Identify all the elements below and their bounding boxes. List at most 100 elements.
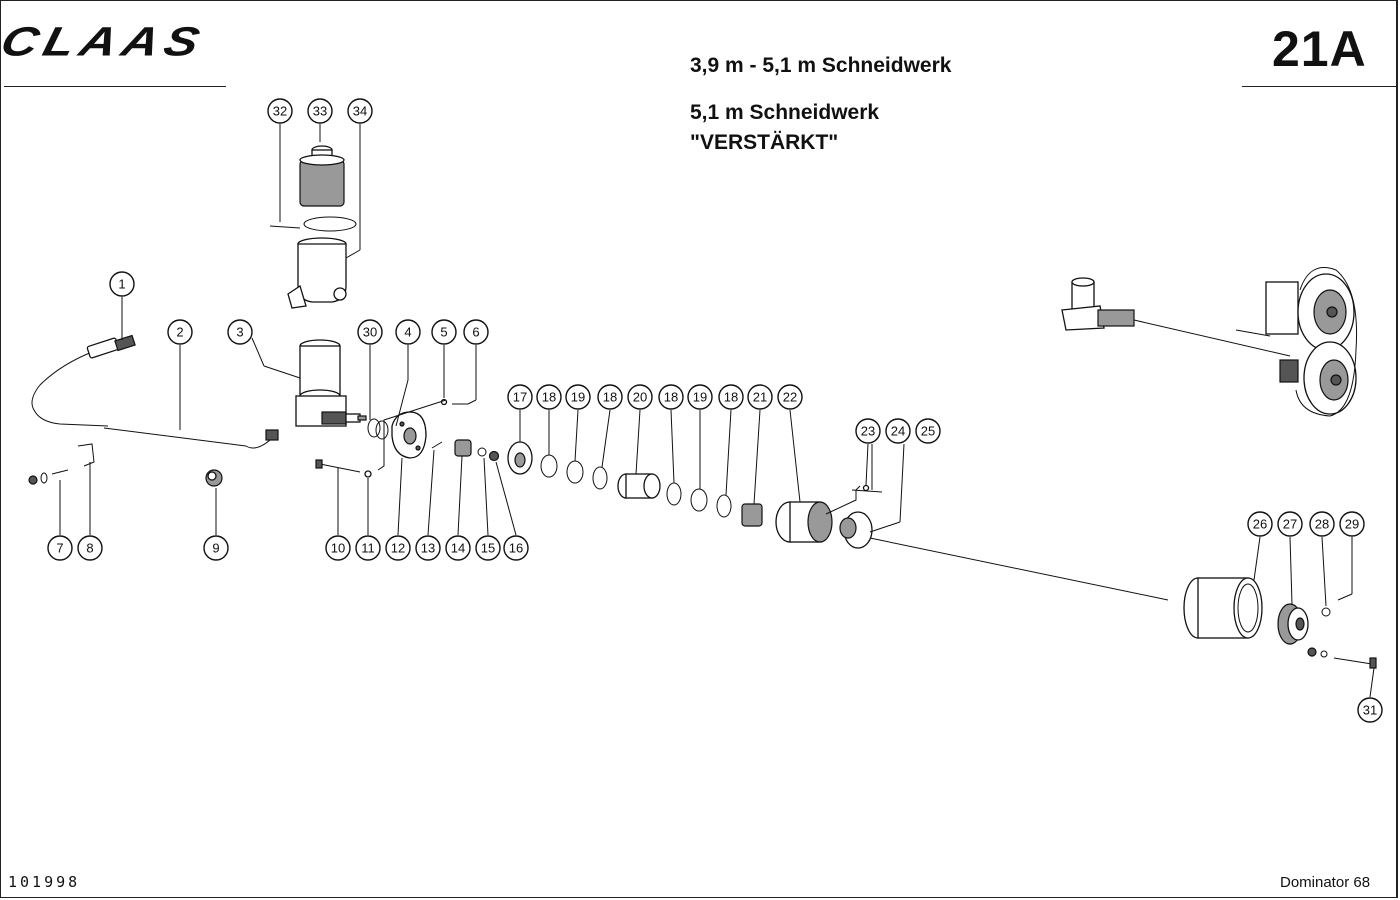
part-hub-27	[1277, 603, 1309, 645]
part-shim-18d	[716, 494, 732, 518]
part-shim-18a	[540, 454, 558, 478]
callout-13: 13	[415, 535, 441, 561]
svg-text:34: 34	[353, 104, 367, 119]
part-seal-19a	[566, 460, 584, 484]
part-bolt-31	[1307, 647, 1377, 669]
callout-3: 3	[227, 319, 253, 345]
part-nut-7	[28, 469, 69, 485]
callout-12: 12	[385, 535, 411, 561]
callout-30: 30	[357, 319, 383, 345]
svg-text:32: 32	[273, 104, 287, 119]
part-shim-18b	[592, 466, 608, 490]
callout-26: 26	[1247, 511, 1273, 537]
callout-14: 14	[445, 535, 471, 561]
callout-27: 27	[1277, 511, 1303, 537]
svg-text:30: 30	[363, 325, 377, 340]
frame-bottom	[0, 897, 1398, 898]
frame-left	[0, 0, 1, 898]
svg-text:3: 3	[236, 325, 243, 340]
part-washer-23	[862, 484, 870, 492]
svg-text:17: 17	[513, 390, 527, 405]
overview-assembly	[1061, 267, 1358, 417]
callout-1: 1	[109, 271, 135, 297]
frame-top	[0, 0, 1398, 1]
callout-31: 31	[1357, 697, 1383, 723]
callout-34: 34	[347, 98, 373, 124]
svg-text:14: 14	[451, 541, 465, 556]
svg-text:16: 16	[509, 541, 523, 556]
callout-24b: 24	[885, 418, 911, 444]
svg-text:25: 25	[921, 424, 935, 439]
svg-text:18: 18	[603, 390, 617, 405]
svg-text:6: 6	[472, 325, 479, 340]
part-hub-17	[507, 441, 533, 475]
svg-text:26: 26	[1253, 517, 1267, 532]
part-nut-16	[488, 450, 500, 462]
document-number: 101998	[8, 873, 81, 891]
page-title: 3,9 m - 5,1 m Schneidwerk	[690, 54, 952, 77]
callout-4: 4	[395, 319, 421, 345]
part-washer-11	[364, 470, 372, 478]
page-subtitle-line2: "VERSTÄRKT"	[690, 131, 839, 154]
part-seal-19b	[690, 488, 708, 512]
part-sleeve-20	[617, 473, 661, 499]
svg-text:13: 13	[421, 541, 435, 556]
svg-text:23: 23	[861, 424, 875, 439]
svg-text:2: 2	[176, 325, 183, 340]
callout-25: 25	[915, 418, 941, 444]
callout-32: 32	[267, 98, 293, 124]
callout-6: 6	[463, 319, 489, 345]
callout-18d: 18	[718, 384, 744, 410]
svg-text:29: 29	[1345, 517, 1359, 532]
svg-text:1: 1	[118, 277, 125, 292]
callout-2: 2	[167, 319, 193, 345]
page-subtitle-line1: 5,1 m Schneidwerk	[690, 101, 880, 124]
part-sensor-1	[31, 334, 136, 427]
svg-text:12: 12	[391, 541, 405, 556]
svg-text:27: 27	[1283, 517, 1297, 532]
callout-11: 11	[355, 535, 381, 561]
svg-text:31: 31	[1363, 703, 1377, 718]
part-bolt-24	[851, 489, 883, 493]
model-name: Dominator 68	[1280, 874, 1371, 891]
svg-text:21: 21	[753, 390, 767, 405]
part-oring-30	[367, 418, 389, 440]
svg-text:5: 5	[440, 325, 447, 340]
callout-7: 7	[47, 535, 73, 561]
svg-text:8: 8	[86, 541, 93, 556]
callout-18a: 18	[536, 384, 562, 410]
svg-text:10: 10	[331, 541, 345, 556]
part-filter-33	[299, 145, 345, 207]
part-bearing-14	[454, 439, 472, 457]
callout-22: 22	[777, 384, 803, 410]
callout-8: 8	[77, 535, 103, 561]
svg-text:22: 22	[783, 390, 797, 405]
callout-9: 9	[203, 535, 229, 561]
svg-text:18: 18	[542, 390, 556, 405]
callout-33: 33	[307, 98, 333, 124]
svg-text:33: 33	[313, 104, 327, 119]
part-valve-3	[295, 339, 367, 427]
part-shaft-25	[839, 511, 1169, 601]
part-bushing-21	[741, 503, 763, 527]
part-clamp-32	[269, 216, 357, 232]
part-cable-2	[103, 427, 279, 449]
callout-20: 20	[627, 384, 653, 410]
part-pin-13	[431, 441, 443, 449]
svg-text:19: 19	[693, 390, 707, 405]
svg-text:7: 7	[56, 541, 63, 556]
callout-23: 23	[855, 418, 881, 444]
page-number-underline	[1242, 86, 1396, 87]
part-housing-34	[287, 237, 347, 309]
svg-text:11: 11	[361, 541, 375, 556]
part-bolt-10	[315, 459, 361, 473]
page-number: 21A	[1272, 21, 1367, 77]
callout-18b: 18	[597, 384, 623, 410]
svg-text:28: 28	[1315, 517, 1329, 532]
part-flange-12	[391, 411, 427, 459]
part-drum-26	[1183, 577, 1263, 639]
part-key-29	[1337, 593, 1353, 601]
callout-16: 16	[503, 535, 529, 561]
callout-15: 15	[475, 535, 501, 561]
